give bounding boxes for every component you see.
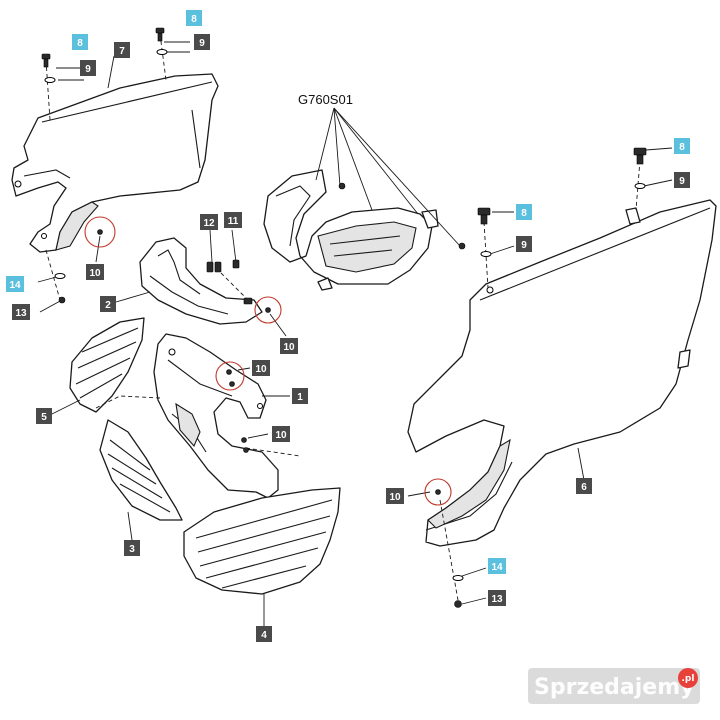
- callout-labels: 8 9 8 9 7 10 14 13 12 11 2 10 5 10 1 10 …: [6, 10, 690, 642]
- svg-text:10: 10: [283, 342, 295, 353]
- screw-icon: [206, 259, 253, 305]
- callout-11: 11: [224, 212, 242, 228]
- clip-icon: [435, 489, 441, 495]
- clip-icon: [226, 369, 232, 375]
- svg-text:8: 8: [679, 142, 685, 153]
- watermark-suffix: .pl: [682, 674, 695, 684]
- nut-icon: [454, 600, 462, 608]
- svg-text:8: 8: [191, 14, 197, 25]
- watermark: Sprzedajemy .pl: [528, 668, 700, 704]
- svg-text:13: 13: [491, 594, 503, 605]
- bolt-icon: [477, 207, 491, 225]
- callout-12: 12: [200, 214, 218, 230]
- callout-2: 2: [100, 296, 116, 312]
- callout-10: 10: [280, 338, 298, 354]
- part-4-front-grille: [183, 487, 341, 595]
- callout-14: 14: [488, 558, 506, 574]
- callout-13: 13: [488, 590, 506, 606]
- part-7-left-side-panel: [11, 73, 219, 253]
- callout-9: 9: [674, 172, 690, 188]
- headlight-assembly: [263, 169, 439, 291]
- clip-icon: [229, 381, 235, 387]
- svg-text:13: 13: [15, 308, 27, 319]
- callout-10: 10: [86, 264, 104, 280]
- clip-icon: [243, 447, 249, 453]
- watermark-text: Sprzedajemy: [534, 675, 695, 700]
- svg-text:11: 11: [228, 216, 239, 227]
- callout-8: 8: [516, 204, 532, 220]
- clip-icon: [458, 242, 466, 250]
- fasteners: [41, 27, 647, 608]
- svg-text:7: 7: [119, 46, 125, 57]
- svg-text:9: 9: [521, 240, 527, 251]
- watermark-badge-icon: [678, 668, 698, 688]
- svg-text:9: 9: [85, 64, 91, 75]
- bolt-icon: [633, 147, 647, 165]
- washer-icon: [54, 273, 66, 279]
- part-3-lower-grille: [99, 419, 183, 521]
- svg-text:9: 9: [199, 38, 205, 49]
- part-5-left-grille: [69, 317, 145, 413]
- clip-icon: [241, 437, 247, 443]
- washer-icon: [452, 575, 464, 581]
- clip-icon: [97, 229, 103, 235]
- clip-icon: [265, 307, 271, 313]
- washer-icon: [634, 183, 646, 189]
- svg-text:14: 14: [491, 562, 503, 573]
- nut-icon: [58, 296, 66, 304]
- washer-icon: [156, 49, 168, 55]
- bolt-icon: [155, 27, 165, 42]
- part-1-main-bumper: [153, 333, 279, 499]
- svg-text:1: 1: [297, 392, 303, 403]
- svg-text:10: 10: [255, 364, 267, 375]
- svg-text:9: 9: [679, 176, 685, 187]
- callout-10: 10: [252, 360, 270, 376]
- svg-text:8: 8: [521, 208, 527, 219]
- svg-text:10: 10: [275, 430, 287, 441]
- callout-3: 3: [124, 540, 140, 556]
- callout-13: 13: [12, 304, 30, 320]
- washer-icon: [44, 77, 56, 83]
- svg-text:8: 8: [77, 38, 83, 49]
- part-2-upper-bracket: [139, 237, 263, 325]
- callout-10: 10: [272, 426, 290, 442]
- svg-text:6: 6: [581, 482, 587, 493]
- callout-8: 8: [72, 34, 88, 50]
- svg-text:10: 10: [89, 268, 101, 279]
- svg-text:5: 5: [41, 412, 47, 423]
- highlight-circles: [84, 216, 452, 506]
- callout-7: 7: [114, 42, 130, 58]
- callout-4: 4: [256, 626, 272, 642]
- svg-text:3: 3: [129, 544, 135, 555]
- callout-10: 10: [386, 488, 404, 504]
- callout-8: 8: [674, 138, 690, 154]
- clip-icon: [338, 182, 346, 190]
- svg-text:4: 4: [261, 630, 267, 641]
- part-6-right-fender: [407, 199, 717, 547]
- svg-text:10: 10: [389, 492, 401, 503]
- callout-6: 6: [576, 478, 592, 494]
- callout-9: 9: [516, 236, 532, 252]
- svg-text:12: 12: [203, 218, 215, 229]
- svg-text:2: 2: [105, 300, 111, 311]
- callout-14: 14: [6, 276, 24, 292]
- callout-5: 5: [36, 408, 52, 424]
- callout-9: 9: [80, 60, 96, 76]
- callout-1: 1: [292, 388, 308, 404]
- leader-lines: [37, 33, 673, 626]
- diagram-code: G760S01: [298, 92, 353, 107]
- bolt-icon: [41, 53, 51, 68]
- washer-icon: [480, 251, 492, 257]
- callout-8: 8: [186, 10, 202, 26]
- callout-9: 9: [194, 34, 210, 50]
- svg-text:14: 14: [9, 280, 21, 291]
